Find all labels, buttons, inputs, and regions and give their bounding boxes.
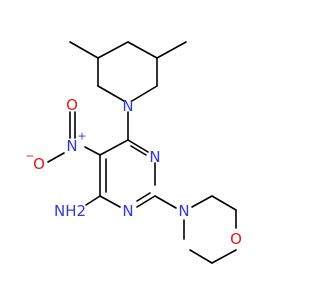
atom-n-pyrimidine-upper: N xyxy=(149,148,160,166)
methyl-right-bond xyxy=(156,41,187,59)
piperidine-ring xyxy=(69,41,187,102)
pyrimidine-ring xyxy=(99,139,156,208)
methyl-left-bond xyxy=(69,41,99,59)
structure-diagram: N N N N O N + O O − NH2 xyxy=(25,41,242,264)
atom-amine: NH2 xyxy=(54,202,86,220)
atom-o-nitro-minus: O xyxy=(33,155,45,173)
nitro-o-minus-charge: − xyxy=(25,150,34,163)
atom-o-morpholine: O xyxy=(230,230,242,248)
atom-n-morpholine: N xyxy=(178,202,189,220)
atom-n-nitro: N xyxy=(66,137,77,155)
molecule-canvas: N N N N O N + O O − NH2 xyxy=(25,41,242,264)
nitro-n-plus-charge: + xyxy=(77,130,86,143)
morpholine-ring xyxy=(183,195,237,264)
c4-amine-bond xyxy=(85,195,101,206)
nitro-o-minus-bond xyxy=(47,152,65,163)
atom-o-nitro-double: O xyxy=(66,96,78,114)
c5-nitro-bond xyxy=(84,146,101,156)
atom-n-pyrimidine-lower: N xyxy=(122,202,133,220)
atom-n-piperidine: N xyxy=(122,97,133,115)
c2-morpholine-bond xyxy=(154,195,177,209)
